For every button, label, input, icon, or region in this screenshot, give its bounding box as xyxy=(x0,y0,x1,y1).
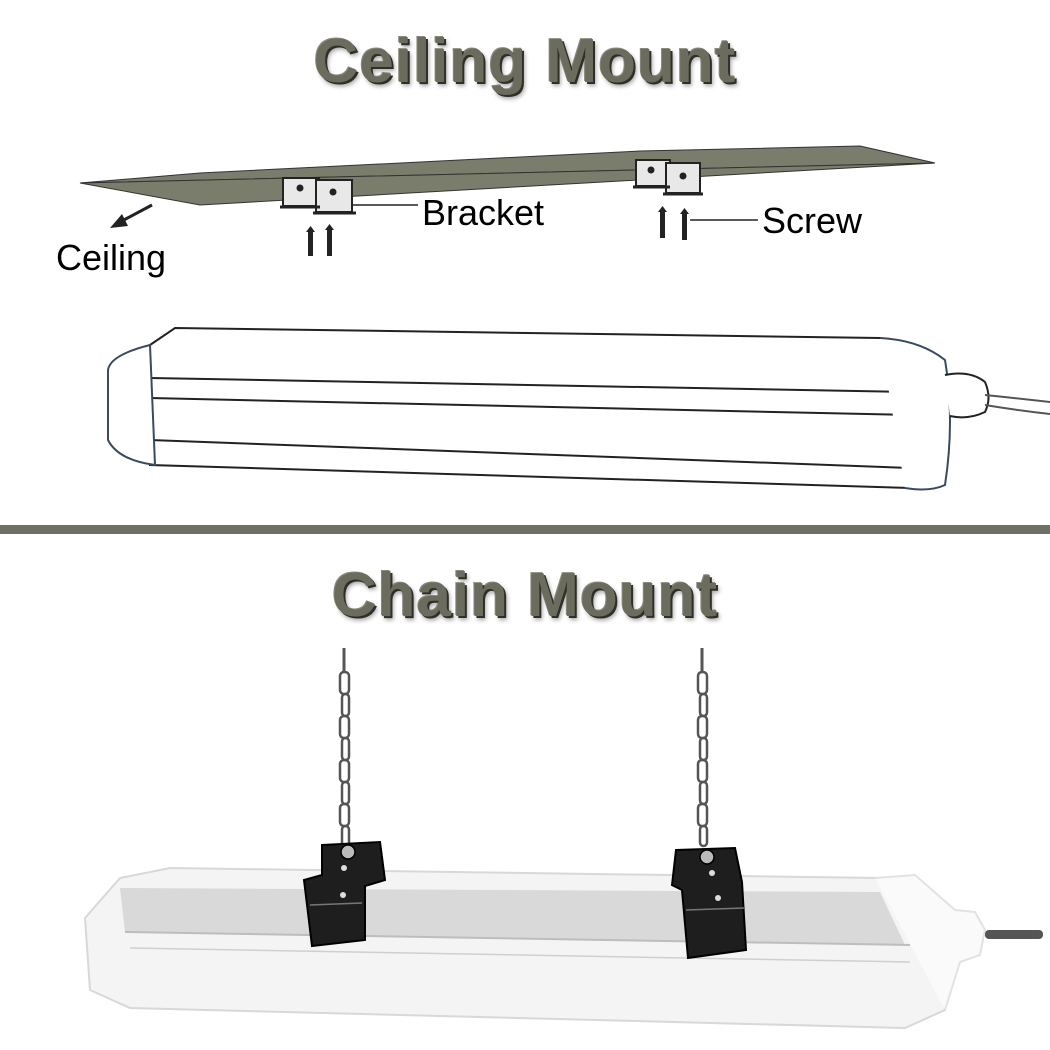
screw-label: Screw xyxy=(762,200,863,241)
bracket-icon xyxy=(280,177,356,215)
section-divider xyxy=(0,525,1050,534)
light-fixture xyxy=(107,326,1050,491)
ceiling-mount-title: Ceiling Mount xyxy=(313,27,737,96)
screw-icon xyxy=(325,224,334,256)
screw-icon xyxy=(306,226,315,256)
arrow-icon xyxy=(110,203,153,228)
chain-mount-title: Chain Mount xyxy=(331,561,719,630)
chain-icon xyxy=(696,648,709,848)
bracket-icon xyxy=(633,159,703,196)
screw-icon xyxy=(680,208,689,240)
bracket-label: Bracket xyxy=(422,192,545,233)
bracket-icon xyxy=(302,840,387,948)
light-fixture xyxy=(83,866,1043,1030)
chain-icon xyxy=(338,648,351,848)
screw-icon xyxy=(658,206,667,238)
bracket-icon xyxy=(670,846,748,960)
ceiling-label: Ceiling xyxy=(56,237,167,278)
